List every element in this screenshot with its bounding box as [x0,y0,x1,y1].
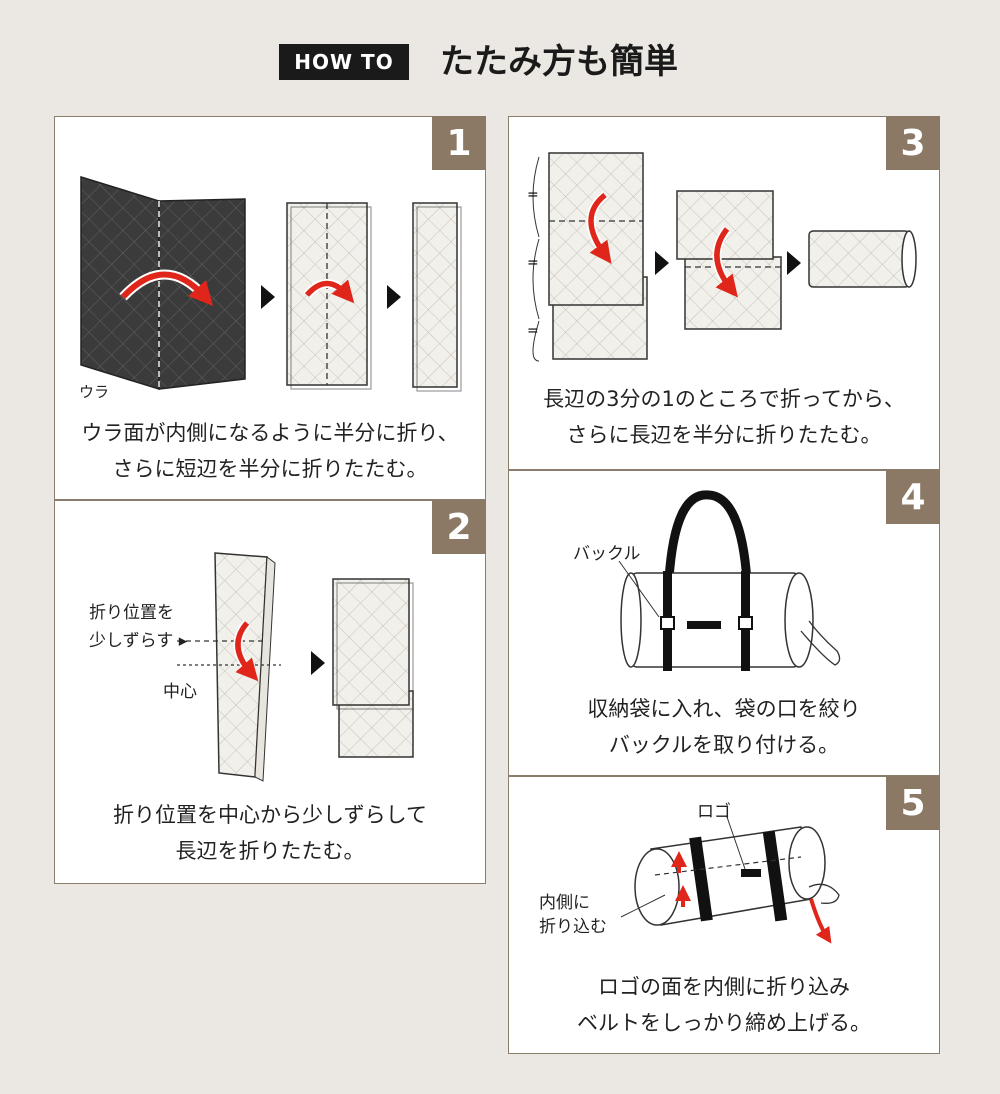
step-2-card: 2 折り位置を 少しずらす ▸ 中心 折り位置を中心から少しずらして 長辺を折り… [54,500,486,884]
step-number: 5 [886,776,940,830]
step-1-card: 1 ウラ ウラ面が内側になるように半分に折り、 さらに短辺を半分に折りたたむ。 [54,116,486,500]
step-2-illustration [177,552,414,782]
step-5-caption: ロゴの面を内側に折り込み ベルトをしっかり締め上げる。 [577,975,871,1035]
step-3-illustration: = = = [527,152,917,362]
howto-badge: HOW TO [279,44,409,80]
svg-text:=: = [527,255,539,271]
page-title: たたみ方も簡単 [440,42,678,82]
step-4-card: 4 バックル 収納袋に入れ、袋の口を絞り バックルを取り付ける。 [508,470,940,776]
step-number: 3 [886,116,940,170]
step-number: 1 [432,116,486,170]
header: HOW TO たたみ方も簡単 [0,38,1000,88]
label-inside: 内側に 折り込む [539,893,607,937]
step-1-caption: ウラ面が内側になるように半分に折り、 さらに短辺を半分に折りたたむ。 [81,421,459,481]
svg-text:=: = [527,323,539,339]
label-center: 中心 [163,682,197,702]
step-2-caption: 折り位置を中心から少しずらして 長辺を折りたたむ。 [113,803,427,863]
label-shift: 折り位置を 少しずらす ▸ [89,603,188,651]
label-buckle: バックル [573,544,641,564]
step-number: 2 [432,500,486,554]
svg-text:=: = [527,187,539,203]
step-4-caption: 収納袋に入れ、袋の口を絞り バックルを取り付ける。 [587,697,861,757]
step-number: 4 [886,470,940,524]
step-3-card: 3 = = = 長辺の3分の1のところで折ってから、 さらに長辺を半分に折りたた… [508,116,940,470]
step-1-illustration [80,175,462,392]
step-3-caption: 長辺の3分の1のところで折ってから、 さらに長辺を半分に折りたたむ。 [543,387,905,447]
label-ura: ウラ [79,383,110,401]
label-logo: ロゴ [697,802,731,822]
step-4-illustration [618,490,841,671]
step-5-card: 5 ロゴ 内側に 折り込む ロゴの面を内側に折り込み ベルトをしっかり締め上げる… [508,776,940,1054]
step-5-illustration [620,816,840,944]
